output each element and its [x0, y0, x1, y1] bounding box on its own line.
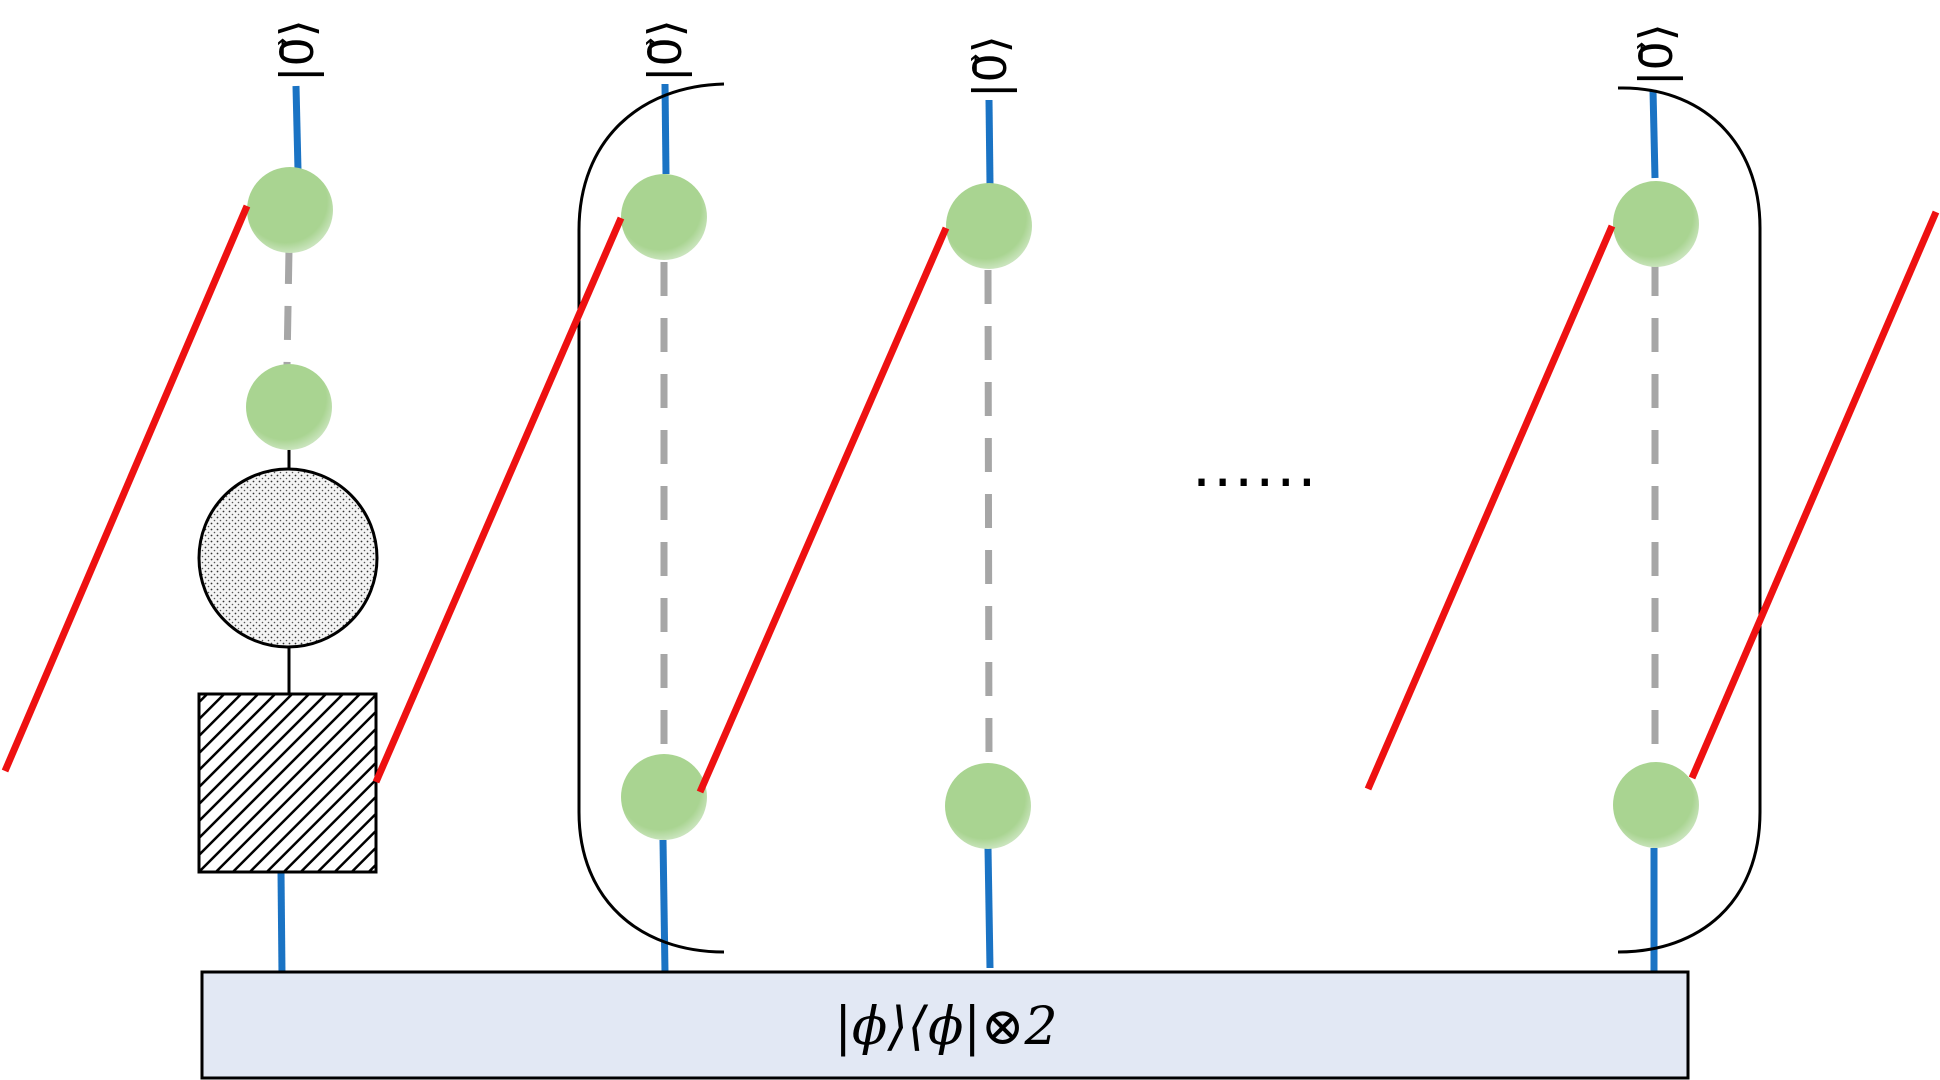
column-4: |0⃗⟩: [1613, 23, 1699, 972]
state-label: |ϕ⟩⟨ϕ|⊗2: [834, 997, 1057, 1057]
red-wire-4: [1364, 224, 1616, 791]
column-4-top-wire: [1649, 89, 1659, 179]
column-1-bottom-wire: [277, 871, 286, 975]
red-wire-5: [1688, 210, 1940, 780]
column-2-ket-label: |0⃗⟩: [638, 19, 692, 82]
column-3-ket-label: |0⃗⟩: [963, 35, 1017, 98]
dotted-circle-tensor: [197, 467, 379, 649]
column-1: |0⃗⟩: [197, 19, 379, 975]
column-4-top-node: [1613, 181, 1699, 267]
hatched-square-tensor: [197, 692, 378, 874]
red-wire-3: [696, 226, 950, 794]
column-1-top-wire: [292, 85, 302, 171]
state-box: |ϕ⟩⟨ϕ|⊗2: [200, 970, 1690, 1080]
column-1-dashed-link: [283, 249, 293, 366]
column-1-ket-label: |0⃗⟩: [270, 19, 324, 82]
red-wire-1: [1, 204, 251, 773]
column-2-top-wire: [661, 83, 670, 175]
column-2-bottom-node: [621, 754, 707, 840]
column-3: |0⃗⟩: [945, 35, 1032, 969]
column-2: |0⃗⟩: [621, 19, 707, 973]
state-box-rect: [200, 970, 1690, 1080]
column-2-top-node: [621, 174, 707, 260]
left-bracket: [577, 82, 725, 954]
column-3-bottom-node: [945, 763, 1031, 849]
right-bracket: [1617, 86, 1762, 954]
red-wire-2: [372, 216, 625, 784]
column-2-bottom-wire: [659, 839, 669, 973]
column-3-dashed-link: [984, 269, 993, 765]
column-1-top-node: [247, 167, 333, 253]
column-1-second-node: [246, 364, 332, 450]
ellipsis: ......: [1192, 431, 1318, 501]
column-3-top-wire: [985, 99, 994, 185]
column-4-ket-label: |0⃗⟩: [1629, 23, 1683, 86]
column-3-top-node: [946, 183, 1032, 269]
column-4-bottom-node: [1613, 762, 1699, 848]
column-3-bottom-wire: [984, 847, 994, 969]
red-wires: [1, 204, 1940, 794]
